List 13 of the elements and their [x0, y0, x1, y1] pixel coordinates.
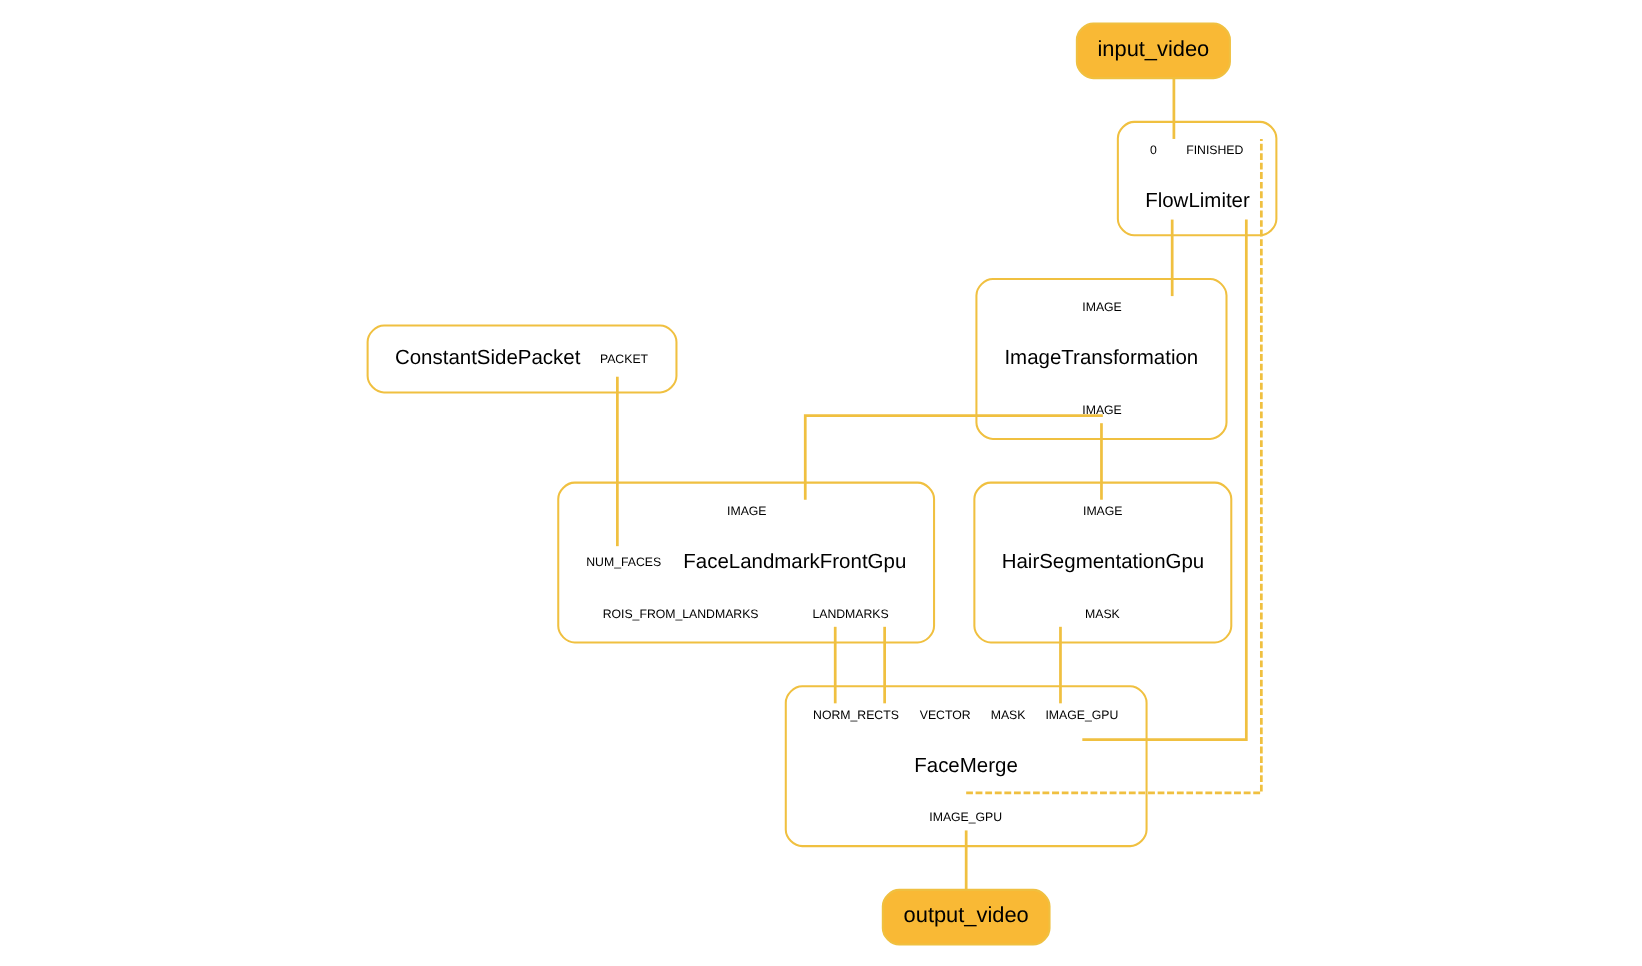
connector [1099, 422, 1102, 499]
connector [963, 829, 967, 889]
connector [1169, 218, 1173, 296]
node-box: input_video [1074, 21, 1230, 79]
connector [1171, 77, 1175, 138]
connector [832, 625, 836, 703]
connector [802, 413, 1102, 499]
connector [882, 625, 885, 703]
connector [1058, 625, 1061, 703]
connector [965, 137, 1262, 794]
connector [1081, 218, 1247, 740]
node-box: output_video [880, 887, 1050, 945]
connector [615, 375, 618, 546]
